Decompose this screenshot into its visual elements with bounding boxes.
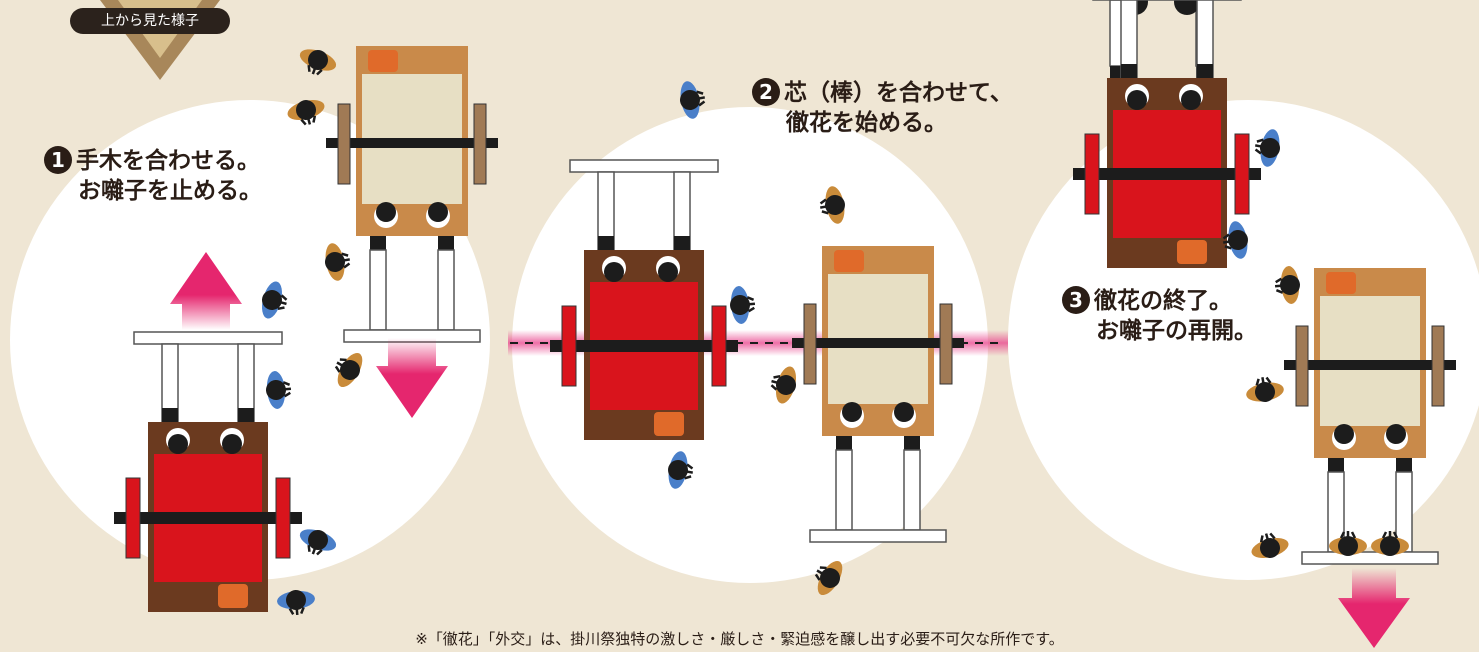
step-3-number: 3 bbox=[1062, 286, 1090, 314]
step-1-number: 1 bbox=[44, 146, 72, 174]
footnote: ※「徹花」「外交」は、掛川祭独特の激しさ・厳しさ・緊迫感を醸し出す必要不可欠な所… bbox=[415, 630, 1064, 648]
step-2-line-1: 芯（棒）を合わせて、 bbox=[784, 80, 1013, 106]
step-1-line-1: 手木を合わせる。 bbox=[76, 148, 260, 174]
step-3-line-2: お囃子の再開。 bbox=[1096, 318, 1257, 344]
step-1-line-2: お囃子を止める。 bbox=[78, 178, 262, 204]
down-arrow-icon bbox=[1338, 568, 1410, 648]
step-2-number: 2 bbox=[752, 78, 780, 106]
up-arrow-icon bbox=[170, 252, 242, 330]
down-arrow-icon bbox=[376, 338, 448, 418]
step-2-line-2: 徹花を始める。 bbox=[786, 110, 947, 136]
step-3-line-1: 徹花の終了。 bbox=[1094, 288, 1232, 314]
view-badge: 上から見た様子 bbox=[70, 8, 230, 34]
